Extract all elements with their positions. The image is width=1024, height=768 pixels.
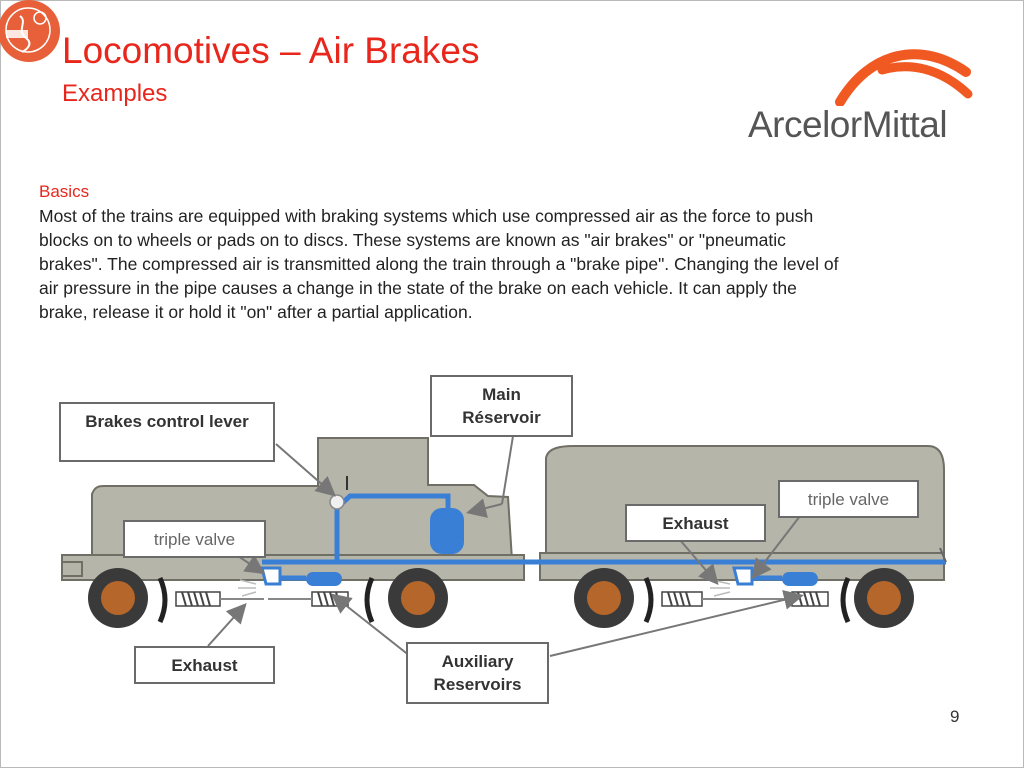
label-auxiliary-reservoirs: Auxiliary Reservoirs xyxy=(406,642,549,704)
brand-wordmark: ArcelorMittal xyxy=(748,104,948,145)
wagon-exhaust-puff xyxy=(710,579,731,597)
label-text: triple valve xyxy=(807,490,890,509)
leader-exhaust-wagon xyxy=(679,539,719,586)
basics-paragraph: Most of the trains are equipped with bra… xyxy=(39,204,979,324)
loco-aux-reservoir xyxy=(306,572,342,586)
arcelormittal-swoosh-icon xyxy=(835,49,973,106)
loco-supply-pipe xyxy=(334,493,451,560)
leader-aux-wagon xyxy=(549,590,804,657)
loco-brake-cylinder-left xyxy=(175,591,221,607)
leader-triple-valve-wagon xyxy=(751,515,801,580)
wheel xyxy=(854,568,914,628)
locomotive-buffer-beam xyxy=(61,561,83,577)
leader-exhaust-loco xyxy=(207,603,247,647)
slide-title: Locomotives – Air Brakes xyxy=(62,30,480,71)
slide-subtitle: Examples xyxy=(62,80,168,107)
label-text: Réservoir xyxy=(462,408,541,427)
label-triple-valve-wagon: triple valve xyxy=(778,480,919,518)
leader-brake-lever xyxy=(275,443,337,497)
basics-line: brake, release it or hold it "on" after … xyxy=(39,302,473,322)
label-brakes-control-lever: Brakes control lever xyxy=(59,402,275,462)
basics-line: brakes". The compressed air is transmitt… xyxy=(39,254,839,274)
logo-badge-icon xyxy=(0,0,60,62)
leader-triple-valve-loco xyxy=(237,554,266,575)
basics-line: Most of the trains are equipped with bra… xyxy=(39,206,814,226)
label-triple-valve-loco: triple valve xyxy=(123,520,266,558)
main-reservoir-tank xyxy=(430,508,464,554)
wagon-triple-valve xyxy=(732,566,754,586)
wheel xyxy=(88,568,148,628)
basics-line: blocks on to wheels or pads on to discs.… xyxy=(39,230,786,250)
wagon-aux-reservoir xyxy=(782,572,818,586)
loco-exhaust-puff xyxy=(238,579,257,597)
coupling-hose xyxy=(939,547,947,563)
loco-triple-valve xyxy=(260,566,282,586)
label-exhaust-wagon: Exhaust xyxy=(625,504,766,542)
page-number: 9 xyxy=(950,707,960,726)
label-text: triple valve xyxy=(153,530,236,549)
wagon-brake-cylinder-left xyxy=(661,591,703,607)
label-text: Exhaust xyxy=(171,656,238,675)
label-text: Auxiliary xyxy=(441,652,514,671)
wheel xyxy=(388,568,448,628)
brake-lever-gauge xyxy=(329,494,345,510)
label-main-reservoir: Main Réservoir xyxy=(430,375,573,437)
basics-heading: Basics xyxy=(39,182,90,201)
label-exhaust-loco: Exhaust xyxy=(134,646,275,684)
label-text: Reservoirs xyxy=(433,675,522,694)
leader-aux-loco xyxy=(330,593,411,657)
logo-badge-graphic xyxy=(5,7,51,53)
wagon-brake-cylinder-right xyxy=(791,591,829,607)
label-text: Exhaust xyxy=(662,514,729,533)
leader-main-reservoir xyxy=(501,435,514,505)
basics-line: air pressure in the pipe causes a change… xyxy=(39,278,797,298)
wheel xyxy=(574,568,634,628)
label-text: Brakes control lever xyxy=(85,412,249,431)
label-text: Main xyxy=(482,385,521,404)
